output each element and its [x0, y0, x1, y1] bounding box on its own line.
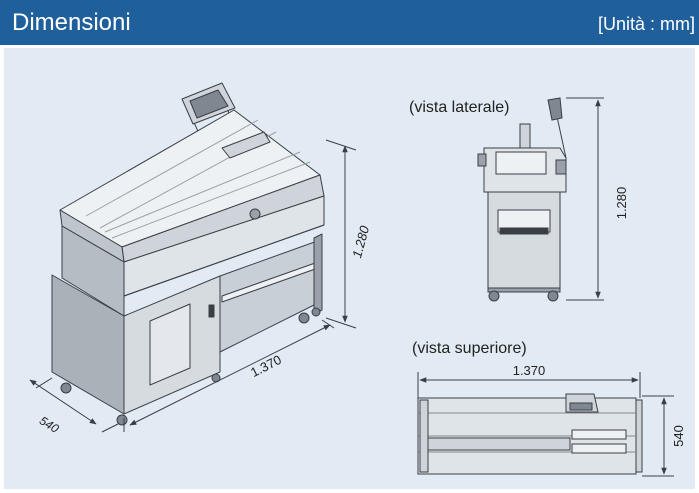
side-height-dimension [566, 97, 604, 301]
side-view-caption: (vista laterale) [409, 99, 509, 116]
iso-depth-dimension [29, 377, 119, 433]
machine-isometric [51, 82, 325, 426]
header-bar: Dimensioni [Unità : mm] [0, 0, 699, 45]
iso-length-dimension [123, 319, 335, 432]
iso-height-label: 1.280 [349, 223, 372, 259]
iso-depth-label: 540 [37, 413, 62, 436]
page-title: Dimensioni [12, 9, 131, 36]
top-length-dimension [417, 372, 641, 398]
top-view-caption: (vista superiore) [412, 340, 527, 357]
iso-height-dimension [325, 139, 357, 329]
side-height-label: 1.280 [614, 187, 629, 220]
machine-top-view [417, 393, 643, 475]
top-depth-label: 540 [671, 425, 686, 447]
machine-side-view [477, 97, 567, 302]
unit-label: [Unità : mm] [597, 14, 695, 34]
top-depth-dimension [642, 395, 674, 477]
iso-length-label: 1.370 [248, 352, 284, 380]
top-length-label: 1.370 [513, 363, 546, 378]
